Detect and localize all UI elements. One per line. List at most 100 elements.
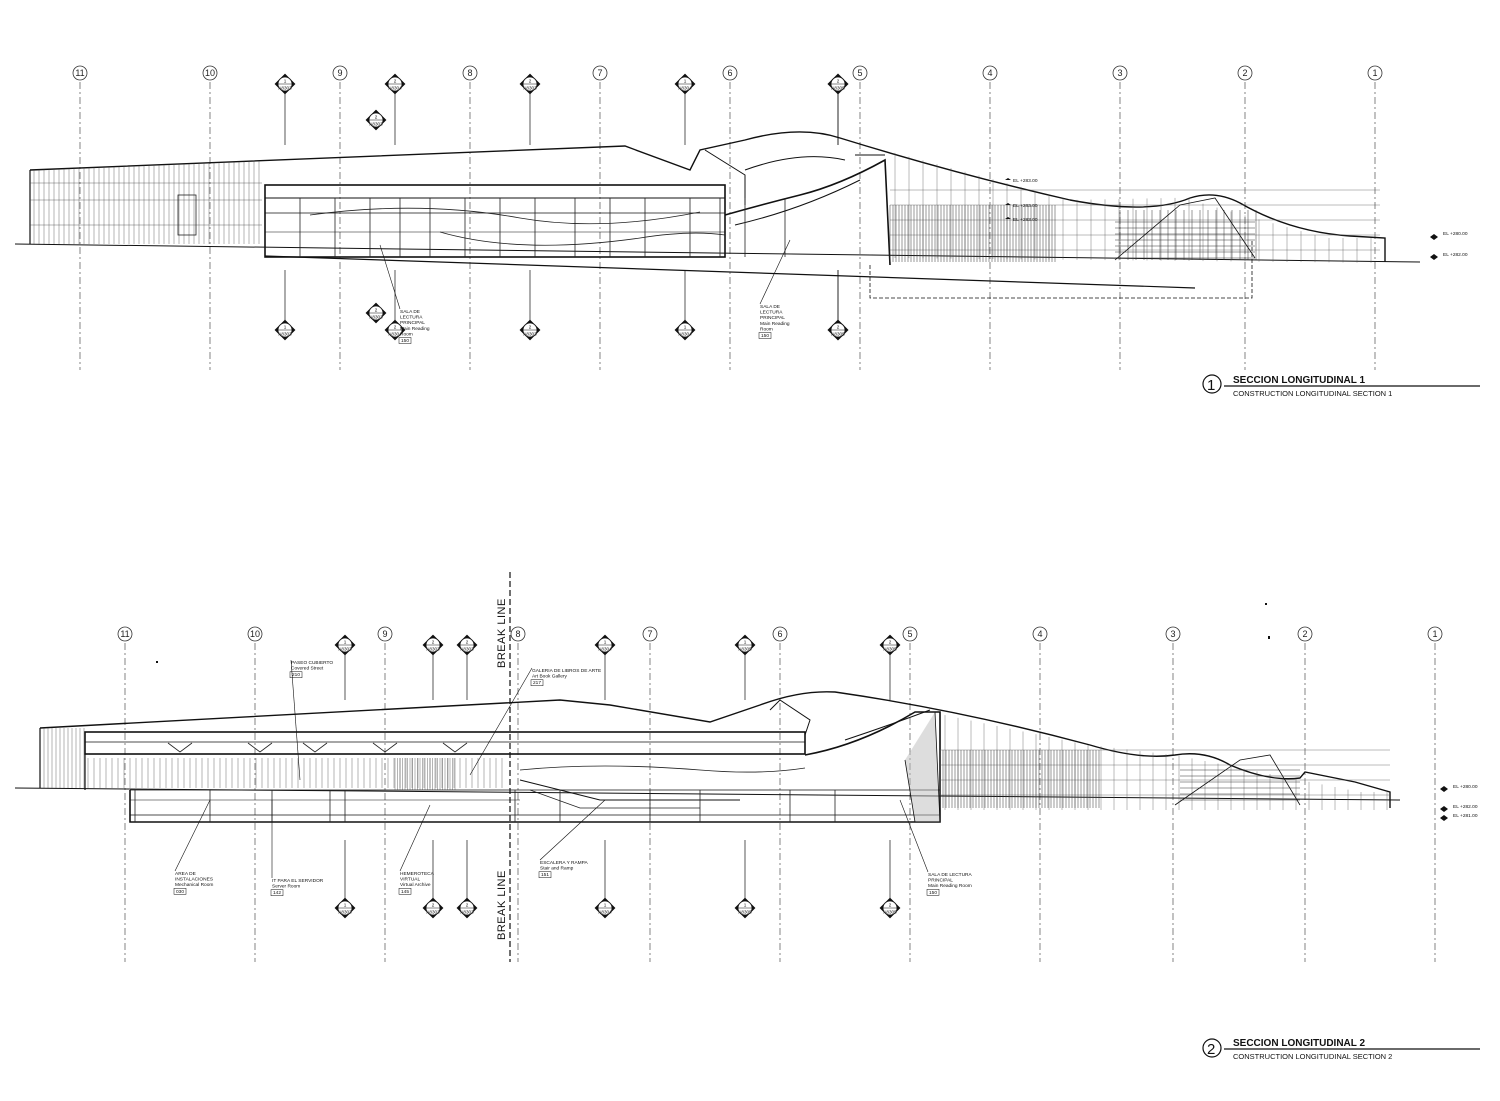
grid-bubble (592, 65, 608, 81)
grid-label: 2 (1302, 629, 1307, 639)
grid-bubble (510, 626, 526, 642)
grid-label: 6 (777, 629, 782, 639)
grid-label: 9 (382, 629, 387, 639)
grid-bubble (1297, 626, 1313, 642)
section-tag-number: 2 (432, 640, 435, 645)
grid-bubble (902, 626, 918, 642)
break-line-label-bottom: BREAK LINE (496, 870, 508, 940)
section-tag-sheet: A8303 (338, 647, 352, 652)
section-tag-number: 2 (466, 640, 469, 645)
room-note-line: Server Room (272, 884, 300, 890)
gridline-9: 9 (377, 626, 393, 962)
grid-bubble (1367, 65, 1383, 81)
grid-bubble (772, 626, 788, 642)
room-note-line: LECTURA (760, 310, 783, 316)
room-tag: 150 (929, 890, 937, 896)
grid-label: 4 (987, 68, 992, 78)
section-1-tags: 1A83031A83032A83042A83042A83032A83031A83… (274, 73, 849, 341)
room-note-line: SALA DE (760, 304, 780, 310)
section-tag-number: 1 (684, 79, 687, 84)
section-tag-number: 2 (889, 903, 892, 908)
section-tag-sheet: A8303 (369, 122, 383, 127)
grid-bubble (462, 65, 478, 81)
gridline-5: 5 (902, 626, 918, 962)
grid-label: 8 (515, 629, 520, 639)
gridline-11: 11 (117, 626, 133, 962)
section-tag-number: 2 (889, 640, 892, 645)
section-1-title: SECCION LONGITUDINAL 1 (1233, 375, 1365, 386)
section-1-building (14, 131, 1421, 299)
room-note-line: Main Reading Room (928, 883, 972, 889)
grid-bubble (722, 65, 738, 81)
grid-label: 11 (120, 629, 129, 639)
section-2-title: SECCION LONGITUDINAL 2 (1233, 1038, 1365, 1049)
section-tag-sheet: A8304 (678, 332, 692, 337)
section-tag-sheet: A8304 (598, 647, 612, 652)
grid-label: 4 (1037, 629, 1042, 639)
grid-bubble (332, 65, 348, 81)
gridline-6: 6 (772, 626, 788, 962)
section-tag-sheet: A8303 (426, 910, 440, 915)
room-note-line: PRINCIPAL (400, 320, 425, 326)
grid-bubble (642, 626, 658, 642)
grid-bubble (1427, 626, 1443, 642)
elevation-label: EL +281.00 (1453, 813, 1478, 819)
gridline-8: 8 (462, 65, 478, 370)
grid-label: 1 (1432, 629, 1437, 639)
room-note-line: Stair and Ramp (540, 866, 574, 872)
section-tag-number: 2 (375, 115, 378, 120)
section-tag-number: 1 (284, 325, 287, 330)
section-1-title-block: 1 SECCION LONGITUDINAL 1 CONSTRUCTION LO… (1202, 374, 1480, 398)
section-tag-sheet: A8305 (831, 86, 845, 91)
section-tag-number: 2 (394, 325, 397, 330)
grid-label: 8 (467, 68, 472, 78)
grid-label: 7 (647, 629, 652, 639)
section-tag-number: 1 (344, 903, 347, 908)
grid-bubble (1112, 65, 1128, 81)
gridline-4: 4 (1032, 626, 1048, 962)
room-note-line: INSTALACIONES (175, 877, 213, 883)
section-tag-sheet: A8303 (338, 910, 352, 915)
grid-label: 3 (1170, 629, 1175, 639)
grid-bubble (1237, 65, 1253, 81)
section-tag-sheet: A8303 (369, 315, 383, 320)
grid-label: 5 (907, 629, 912, 639)
gridline-8: 8 (510, 626, 526, 962)
room-note-line: LECTURA (400, 315, 423, 321)
room-note-line: Covered Street (291, 666, 324, 672)
section-tag-number: 2 (466, 903, 469, 908)
room-note-line: VIRTUAL (400, 877, 421, 883)
room-note-line: IT PARA EL SERVIDOR (272, 878, 324, 884)
gridline-1: 1 (1367, 65, 1383, 370)
grid-bubble (72, 65, 88, 81)
section-tag-number: 1 (604, 640, 607, 645)
section-tag-sheet: A8303 (460, 910, 474, 915)
drafting-mark (1268, 636, 1270, 639)
gridline-10: 10 (247, 626, 263, 962)
section-2-elevation-marks: EL +280.00 EL +282.00 EL +281.00 (1440, 784, 1478, 821)
section-2-subtitle: CONSTRUCTION LONGITUDINAL SECTION 2 (1233, 1052, 1392, 1061)
